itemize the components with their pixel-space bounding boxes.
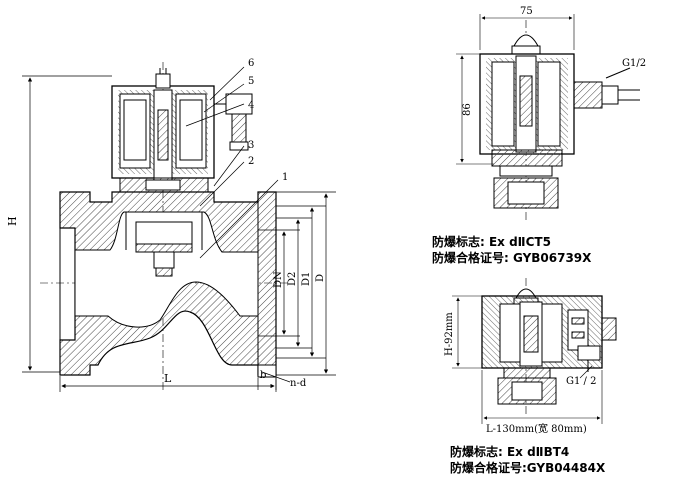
callout-6: 6 [248, 58, 254, 69]
dim-D2: D2 [287, 272, 298, 286]
dim-D: D [315, 274, 326, 282]
callout-2: 2 [248, 156, 254, 167]
callout-3: 3 [248, 140, 254, 151]
main-view-dimensions [22, 66, 336, 392]
marking-line-bottom: 防爆标志: Ex dⅡBT4 [450, 444, 569, 459]
top-right-valve-view [456, 14, 640, 220]
main-valve-section-view [40, 62, 290, 390]
dim-b: b [260, 370, 266, 381]
callout-1: 1 [282, 172, 288, 183]
marking-line-top: 防爆标志: Ex dⅡCT5 [432, 234, 551, 249]
dim-D1: D1 [301, 272, 312, 286]
dim-l-130mm: L-130mm(宽 80mm) [486, 422, 587, 435]
dim-h-92mm: H-92mm [444, 312, 455, 356]
port-label-g12-bottom: G1 / 2 [566, 376, 596, 387]
dim-DN: DN [273, 271, 284, 288]
bottom-right-valve-view [452, 278, 617, 424]
dim-H: H [6, 216, 19, 226]
callout-4: 4 [248, 100, 254, 111]
valve-disc [135, 221, 193, 245]
coil-right [175, 93, 207, 169]
dim-n-d: n-d [290, 378, 307, 389]
callout-5: 5 [248, 76, 254, 87]
main-view-labels: H L DN D2 D1 D b n-d 6 5 4 3 2 1 [6, 58, 326, 389]
dim-L: L [164, 372, 172, 385]
top-right-labels: 75 86 G1/2 防爆标志: Ex dⅡCT5 防爆合格证号: GYB067… [432, 6, 646, 265]
dim-75: 75 [520, 6, 533, 17]
coil-left [119, 93, 151, 169]
certificate-line-top: 防爆合格证号: GYB06739X [432, 250, 592, 265]
dim-86: 86 [462, 103, 473, 116]
bottom-right-labels: H-92mm L-130mm(宽 80mm) G1 / 2 防爆标志: Ex d… [444, 312, 606, 475]
port-label-g12-top: G1/2 [622, 58, 646, 69]
certificate-line-bottom: 防爆合格证号:GYB04484X [450, 460, 606, 475]
